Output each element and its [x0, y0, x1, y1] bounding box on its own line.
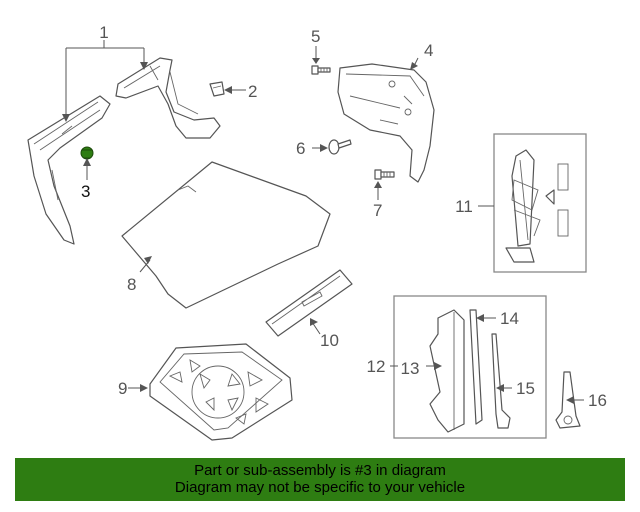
callout-12: 12 [367, 357, 386, 376]
info-banner: Part or sub-assembly is #3 in diagram Di… [15, 458, 625, 501]
part-8-floor-mat [121, 161, 331, 309]
part-7-bolt [374, 169, 395, 180]
callout-5: 5 [311, 27, 320, 46]
part-6-bolt [328, 139, 352, 155]
callout-13: 13 [401, 359, 420, 378]
callout-11: 11 [455, 197, 473, 216]
callout-3: 3 [81, 182, 90, 201]
part-5-bolt [311, 65, 331, 75]
part-4-bracket [337, 63, 435, 183]
callout-2: 2 [248, 82, 257, 101]
banner-line-1: Part or sub-assembly is #3 in diagram [194, 462, 446, 479]
part-9-tray [149, 343, 293, 441]
banner-line-2: Diagram may not be specific to your vehi… [174, 479, 466, 496]
part-3-clip-highlighted [80, 146, 94, 160]
part-15-wrench [491, 333, 511, 429]
callout-4: 4 [424, 41, 433, 60]
callout-8: 8 [127, 275, 136, 294]
callout-9: 9 [118, 379, 127, 398]
callout-6: 6 [296, 139, 305, 158]
part-2-clip [209, 81, 225, 97]
callout-14: 14 [500, 309, 519, 328]
part-1-trim-panels [27, 57, 221, 245]
part-14-rod [469, 309, 483, 425]
part-11-jack [505, 149, 569, 263]
callout-leaders [62, 40, 584, 404]
part-11-box [493, 133, 587, 273]
callout-15: 15 [516, 379, 535, 398]
part-10-trim-strip [265, 269, 353, 337]
callout-10: 10 [320, 331, 339, 350]
part-13-tool-bag [429, 309, 465, 433]
callout-16: 16 [588, 391, 607, 410]
callout-1: 1 [99, 23, 108, 42]
part-12-box [393, 295, 547, 439]
callout-7: 7 [373, 201, 382, 220]
